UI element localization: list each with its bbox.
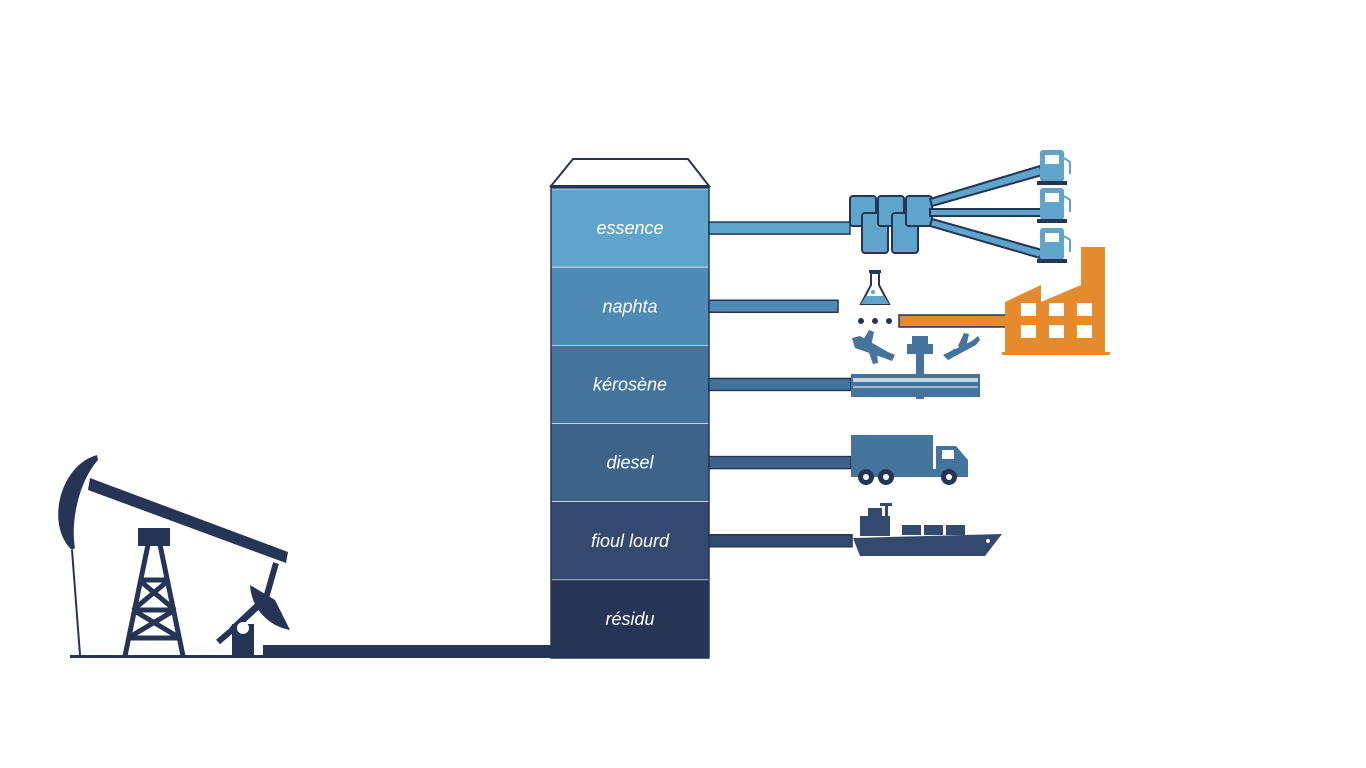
fraction-label: diesel — [606, 453, 654, 473]
crude-pipe — [263, 645, 553, 658]
truck-icon — [851, 435, 968, 485]
tower-cap — [548, 158, 712, 187]
airport-icon — [851, 330, 980, 399]
fraction-label: naphta — [602, 296, 657, 316]
storage-tank-icon — [849, 195, 933, 254]
ship-icon — [853, 503, 1002, 556]
output-pipe-1 — [708, 299, 839, 313]
output-pipe-0 — [708, 221, 851, 235]
fuel-station-icon — [1037, 228, 1071, 263]
plane-landing-icon — [852, 330, 895, 364]
flask-icon — [859, 270, 891, 305]
output-pipe-4 — [708, 534, 853, 548]
output-pipe-3 — [708, 455, 852, 470]
fraction-label: résidu — [605, 609, 654, 629]
terminal-building — [851, 374, 980, 397]
connection-dots — [858, 318, 892, 324]
pumpjack-icon — [58, 455, 290, 658]
tower-layer-1 — [550, 266, 710, 346]
fuel-station-icon — [1037, 188, 1071, 223]
fuel-station-icon — [1037, 150, 1071, 185]
plane-takeoff-icon — [943, 333, 980, 360]
factory-icon — [1002, 247, 1110, 355]
output-pipe-2 — [708, 377, 852, 392]
tower-layer-0 — [550, 188, 710, 268]
orange-pipe — [898, 314, 1010, 328]
tower-layer-4 — [550, 501, 710, 581]
tower-layer-5 — [550, 579, 710, 659]
fraction-label: kérosène — [593, 374, 667, 394]
fraction-label: essence — [596, 218, 663, 238]
fraction-label: fioul lourd — [591, 531, 670, 551]
distillation-tower: essence naphta kérosène diesel fioul lourd ré… — [548, 158, 712, 659]
